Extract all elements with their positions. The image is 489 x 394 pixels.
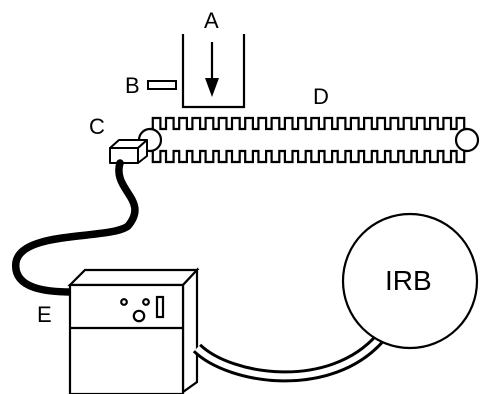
label-d: D: [313, 84, 329, 109]
conveyor-belt: [137, 116, 480, 164]
controller-cabinet: [67, 267, 200, 394]
irb-robot: [341, 212, 479, 350]
label-c: C: [89, 114, 105, 139]
label-e: E: [37, 302, 52, 327]
down-arrow-icon: [205, 42, 219, 97]
feed-hopper: [181, 34, 246, 109]
label-b: B: [125, 73, 140, 98]
camera-c: [109, 139, 148, 164]
robot-cable: [192, 333, 385, 383]
label-a: A: [204, 8, 219, 33]
sensor-b: [147, 80, 177, 90]
camera-cable: [12, 159, 139, 296]
label-irb: IRB: [385, 265, 432, 296]
right-roller: [454, 127, 480, 153]
